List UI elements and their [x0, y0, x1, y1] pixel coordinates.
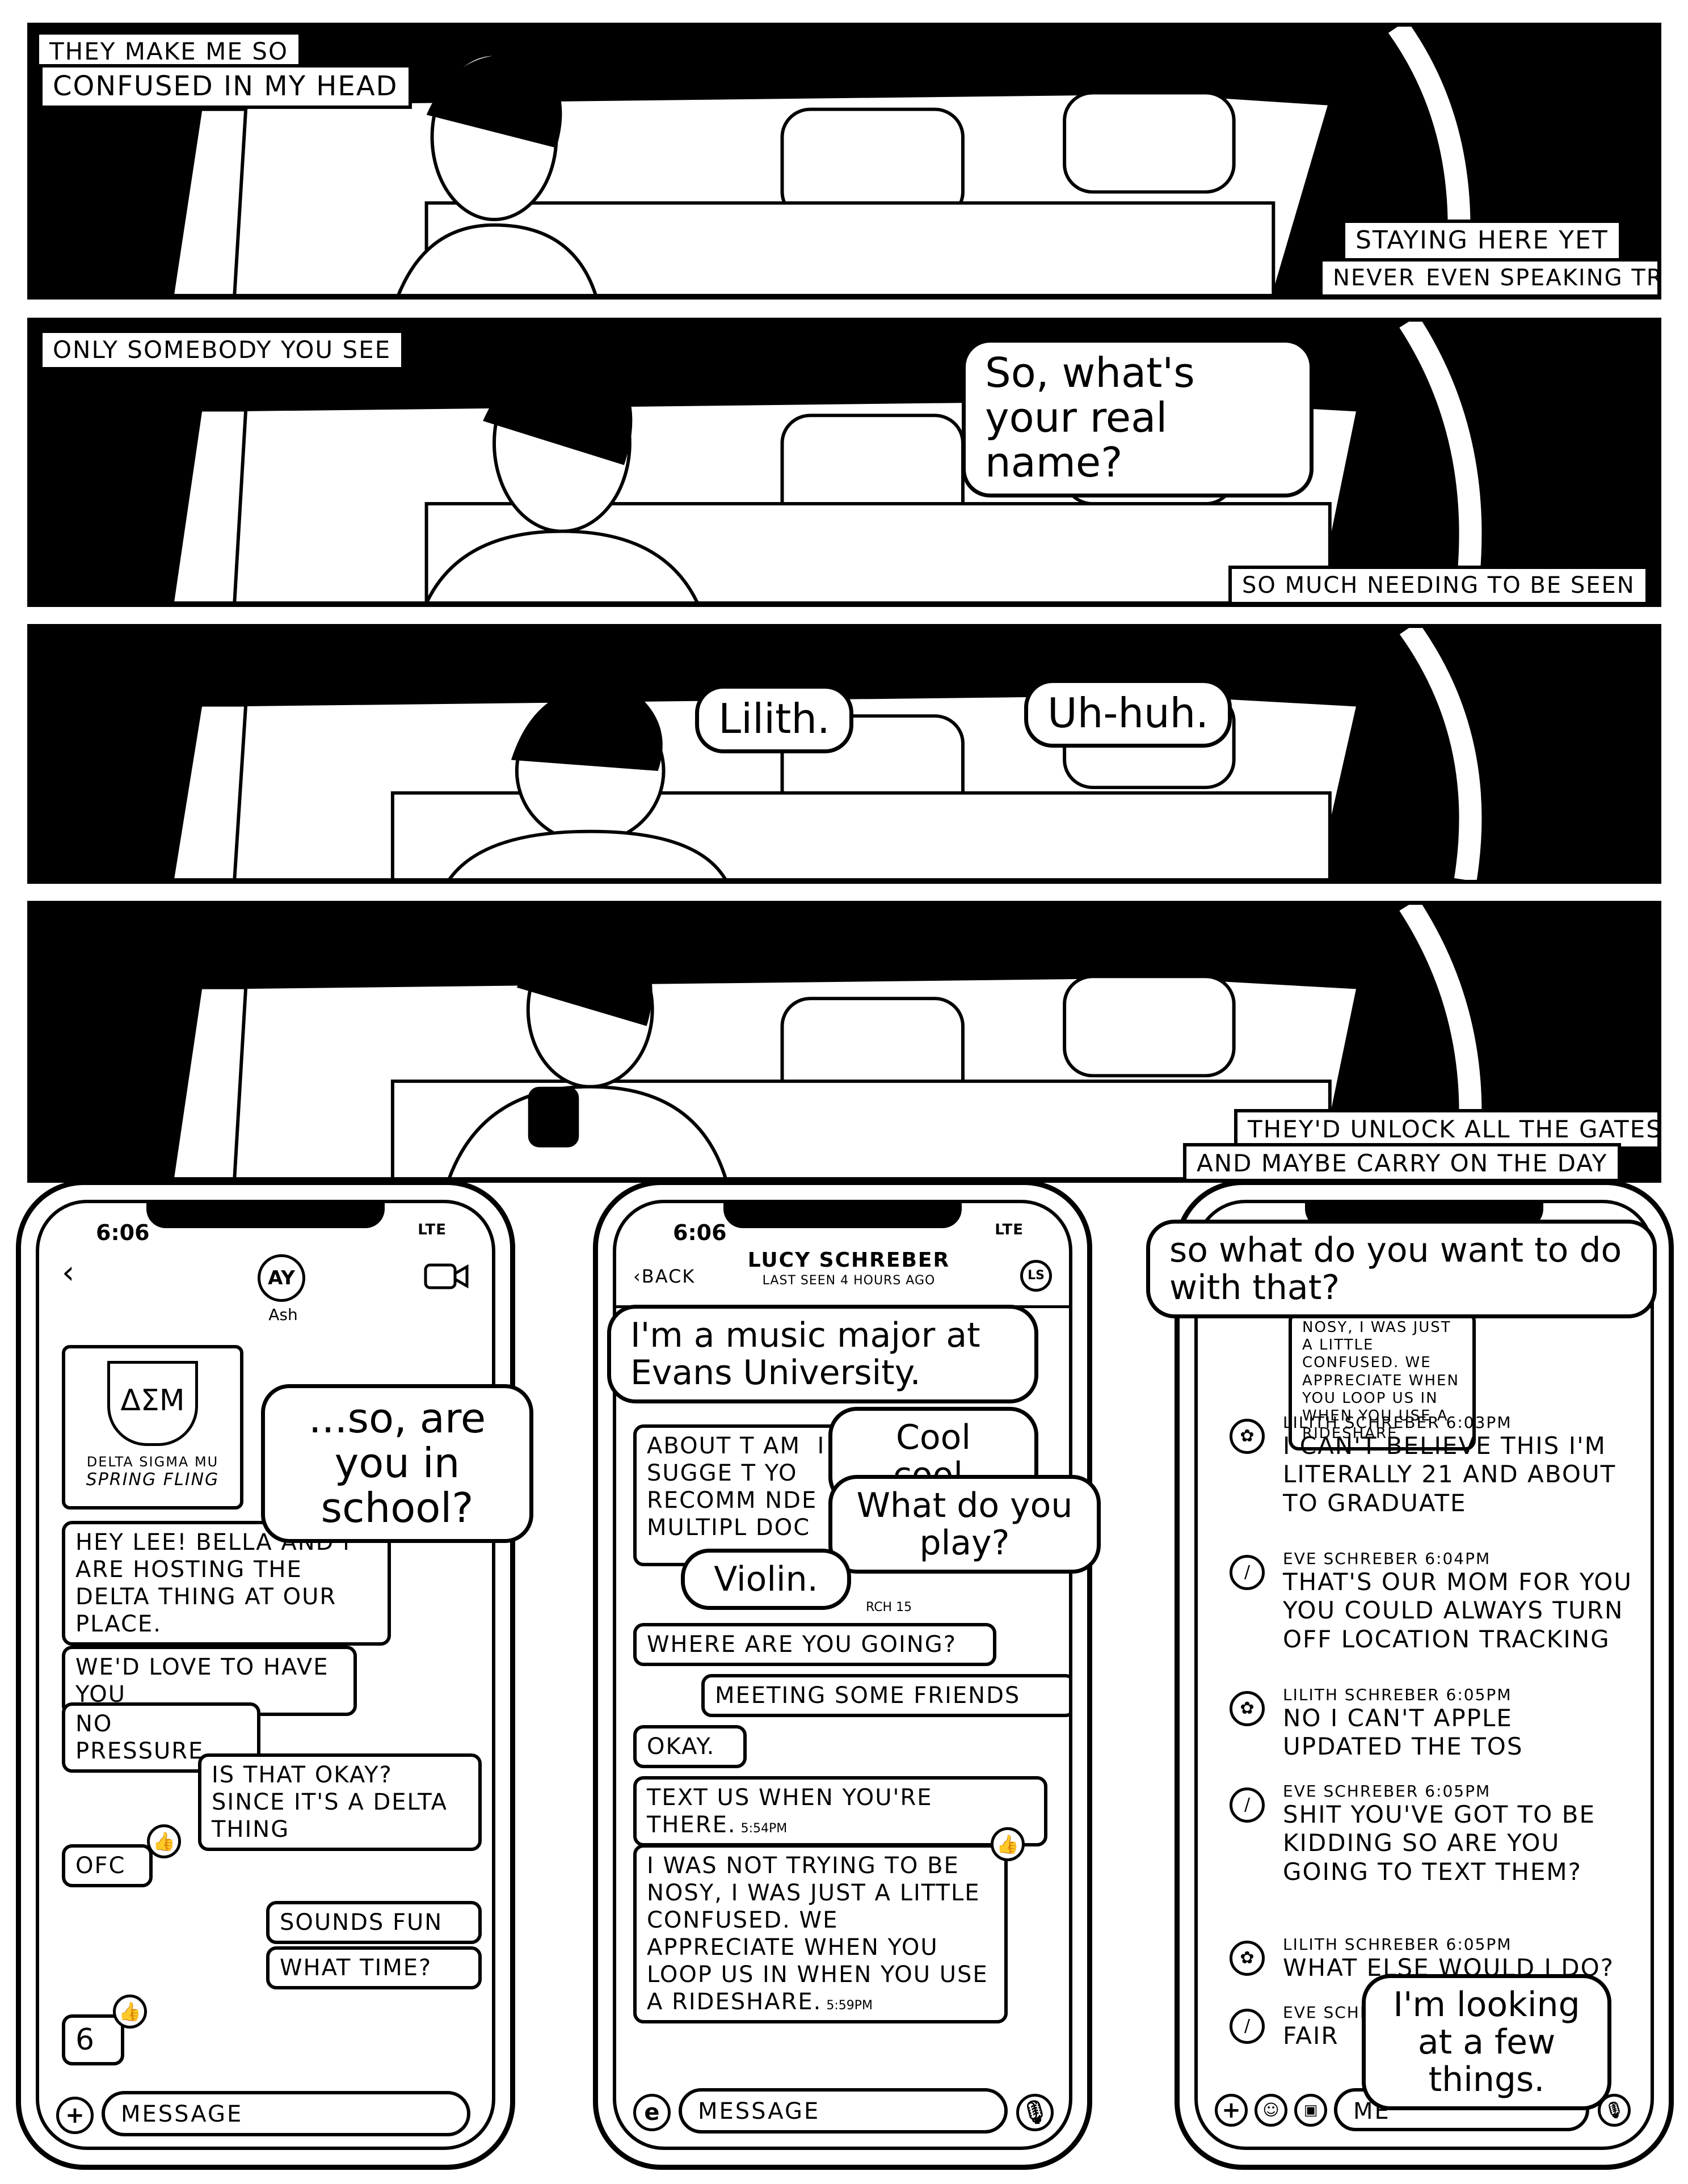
message-bubble: WHAT TIME?: [266, 1946, 482, 1989]
back-button[interactable]: ‹BACK: [633, 1266, 696, 1287]
emoji-icon[interactable]: ☺: [1255, 2094, 1287, 2127]
message-input[interactable]: MESSAGE: [102, 2091, 470, 2136]
microphone-icon[interactable]: 🎙: [1016, 2094, 1054, 2131]
phone-notch: [146, 1203, 385, 1228]
chat-entry: LILITH SCHREBER 6:05PM NO I CAN'T APPLE …: [1283, 1685, 1634, 1761]
flyer-line-1: DELTA SIGMA MU: [86, 1454, 219, 1470]
message-timestamp: RCH 15: [866, 1600, 912, 1614]
sender-time: LILITH SCHREBER 6:03PM: [1283, 1413, 1512, 1432]
lilith-avatar-icon: ✿: [1230, 1419, 1265, 1454]
sender-time: LILITH SCHREBER 6:05PM: [1283, 1935, 1512, 1954]
party-flyer-image: ΔΣM DELTA SIGMA MU SPRING FLING: [62, 1345, 243, 1510]
entry-text: I CAN'T BELIEVE THIS I'M LITERALLY 21 AN…: [1283, 1432, 1617, 1517]
caption-bottom-right-never: NEVER: [1319, 258, 1429, 296]
status-network: LTE: [418, 1221, 447, 1238]
sender-time: LILITH SCHREBER 6:05PM: [1283, 1685, 1512, 1704]
phone-1-screen: 6:06 LTE ‹ AY Ash ΔΣM DELTA SIGMA MU SPR…: [36, 1200, 495, 2150]
message-timestamp: 5:59PM: [826, 1999, 873, 2013]
message-bubble: IS THAT OKAY? SINCE IT'S A DELTA THING: [198, 1753, 482, 1851]
caption-top-left: ONLY SOMEBODY YOU SEE: [39, 330, 405, 371]
caption-top-left-2: CONFUSED IN MY HEAD: [39, 64, 412, 109]
comic-panel-3: Lilith. Uh-huh.: [27, 624, 1661, 884]
entry-text: FAIR: [1283, 2022, 1339, 2050]
speech-bubble-what-do-you-play: What do you play?: [828, 1475, 1101, 1574]
chat-entry: EVE SCHREBER 6:04PM THAT'S OUR MOM FOR Y…: [1283, 1549, 1634, 1654]
speech-bubble-real-name: So, what's your real name?: [962, 339, 1314, 497]
phone-1: 6:06 LTE ‹ AY Ash ΔΣM DELTA SIGMA MU SPR…: [16, 1180, 515, 2170]
message-bubble: NO PRESSURE: [62, 1702, 260, 1773]
back-label: BACK: [641, 1266, 696, 1287]
contact-name: Ash: [268, 1305, 298, 1324]
message-bubble: MEETING SOME FRIENDS: [701, 1674, 1069, 1717]
thumbs-up-reaction-icon[interactable]: 👍: [113, 1995, 147, 2029]
sender-time: EVE SCHREBER 6:04PM: [1283, 1549, 1491, 1568]
speech-bubble-what-to-do: so what do you want to do with that?: [1146, 1220, 1657, 1318]
speech-bubble-violin: Violin.: [681, 1549, 851, 1610]
caption-bottom-right-2: EVEN SPEAKING TRUTH: [1416, 258, 1657, 296]
sender-time: EVE SCHREBER 6:05PM: [1283, 1782, 1491, 1801]
message-text: I WAS NOT TRYING TO BE NOSY, I WAS JUST …: [647, 1853, 988, 2015]
message-input[interactable]: MESSAGE: [679, 2088, 1008, 2134]
contact-avatar[interactable]: AY: [258, 1254, 305, 1302]
add-attachment-icon[interactable]: +: [1215, 2094, 1248, 2127]
message-bubble: I WAS NOT TRYING TO BE NOSY, I WAS JUST …: [633, 1844, 1008, 2023]
comic-panel-4: THEY'D UNLOCK ALL THE GATES AND MAYBE CA…: [27, 901, 1661, 1183]
message-timestamp: 5:54PM: [740, 1822, 788, 1836]
message-text: TEXT US WHEN YOU'RE THERE.: [647, 1785, 933, 1838]
speech-bubble-music-major: I'm a music major at Evans University.: [607, 1305, 1038, 1403]
comic-panel-2: ONLY SOMEBODY YOU SEE So, what's your re…: [27, 318, 1661, 607]
chat-entry: LILITH SCHREBER 6:03PM I CAN'T BELIEVE T…: [1283, 1413, 1634, 1517]
caption-bottom-right-2: AND MAYBE CARRY ON THE DAY: [1183, 1143, 1622, 1179]
quoted-message: NOSY, I WAS JUST A LITTLE CONFUSED. WE A…: [1289, 1311, 1476, 1451]
lilith-avatar-icon: ✿: [1230, 1691, 1265, 1726]
thumbs-up-reaction-icon[interactable]: 👍: [991, 1827, 1025, 1861]
car-interior-scene: [31, 322, 1657, 603]
comic-panel-1: THEY MAKE ME SO CONFUSED IN MY HEAD STAY…: [27, 23, 1661, 300]
status-time: 6:06: [673, 1220, 727, 1245]
speech-bubble-uh-huh: Uh-huh.: [1024, 679, 1232, 748]
message-bubble: SOUNDS FUN: [266, 1901, 482, 1944]
add-attachment-icon[interactable]: +: [56, 2097, 94, 2134]
speech-bubble-in-school: ...so, are you in school?: [261, 1384, 533, 1543]
flyer-line-2: SPRING FLING: [86, 1470, 220, 1490]
speech-bubble-looking: I'm looking at a few things.: [1362, 1974, 1611, 2110]
message-bubble: WHERE ARE YOU GOING?: [633, 1623, 996, 1666]
gif-icon[interactable]: ▣: [1294, 2094, 1327, 2127]
eve-avatar-icon: /: [1230, 2009, 1265, 2044]
eve-avatar-icon: /: [1230, 1787, 1265, 1823]
chat-entry: EVE SCHREBER 6:05PM SHIT YOU'VE GOT TO B…: [1283, 1782, 1634, 1886]
speech-bubble-lilith: Lilith.: [695, 685, 853, 754]
thumbs-up-reaction-icon[interactable]: 👍: [147, 1824, 181, 1858]
flyer-crest: ΔΣM: [107, 1361, 198, 1446]
emoji-button-icon[interactable]: e: [633, 2094, 671, 2131]
lilith-avatar-icon: ✿: [1230, 1941, 1265, 1976]
last-seen-status: LAST SEEN 4 HOURS AGO: [762, 1274, 936, 1288]
car-interior-scene: [31, 628, 1657, 880]
entry-text: THAT'S OUR MOM FOR YOU YOU COULD ALWAYS …: [1283, 1568, 1633, 1653]
message-bubble: OKAY.: [633, 1725, 747, 1768]
eve-avatar-icon: /: [1230, 1555, 1265, 1590]
phone-3-screen: NOSY, I WAS JUST A LITTLE CONFUSED. WE A…: [1194, 1200, 1654, 2150]
contact-avatar[interactable]: LS: [1020, 1260, 1052, 1292]
contact-name: LUCY SCHREBER: [747, 1249, 950, 1272]
back-chevron-icon[interactable]: ‹: [62, 1254, 75, 1291]
status-network: LTE: [995, 1221, 1024, 1238]
phone-2-screen: 6:06 LTE ‹BACK LUCY SCHREBER LAST SEEN 4…: [613, 1200, 1072, 2150]
phone-notch: [723, 1203, 962, 1228]
entry-text: NO I CAN'T APPLE UPDATED THE TOS: [1283, 1704, 1523, 1761]
message-bubble: OFC: [62, 1844, 153, 1887]
entry-text: SHIT YOU'VE GOT TO BE KIDDING SO ARE YOU…: [1283, 1801, 1596, 1886]
message-bubble: 6: [62, 2014, 124, 2066]
video-call-icon[interactable]: [424, 1262, 469, 1291]
caption-bottom-right: SO MUCH NEEDING TO BE SEEN: [1228, 566, 1649, 603]
caption-bottom-right-1: STAYING HERE YET: [1342, 220, 1622, 262]
car-interior-scene: [31, 27, 1657, 296]
microphone-icon[interactable]: 🎙: [1598, 2094, 1631, 2127]
car-interior-scene: [31, 905, 1657, 1179]
caption-top-left-1: THEY MAKE ME SO: [39, 35, 299, 69]
status-time: 6:06: [96, 1220, 150, 1245]
message-bubble: TEXT US WHEN YOU'RE THERE.5:54PM: [633, 1776, 1047, 1846]
